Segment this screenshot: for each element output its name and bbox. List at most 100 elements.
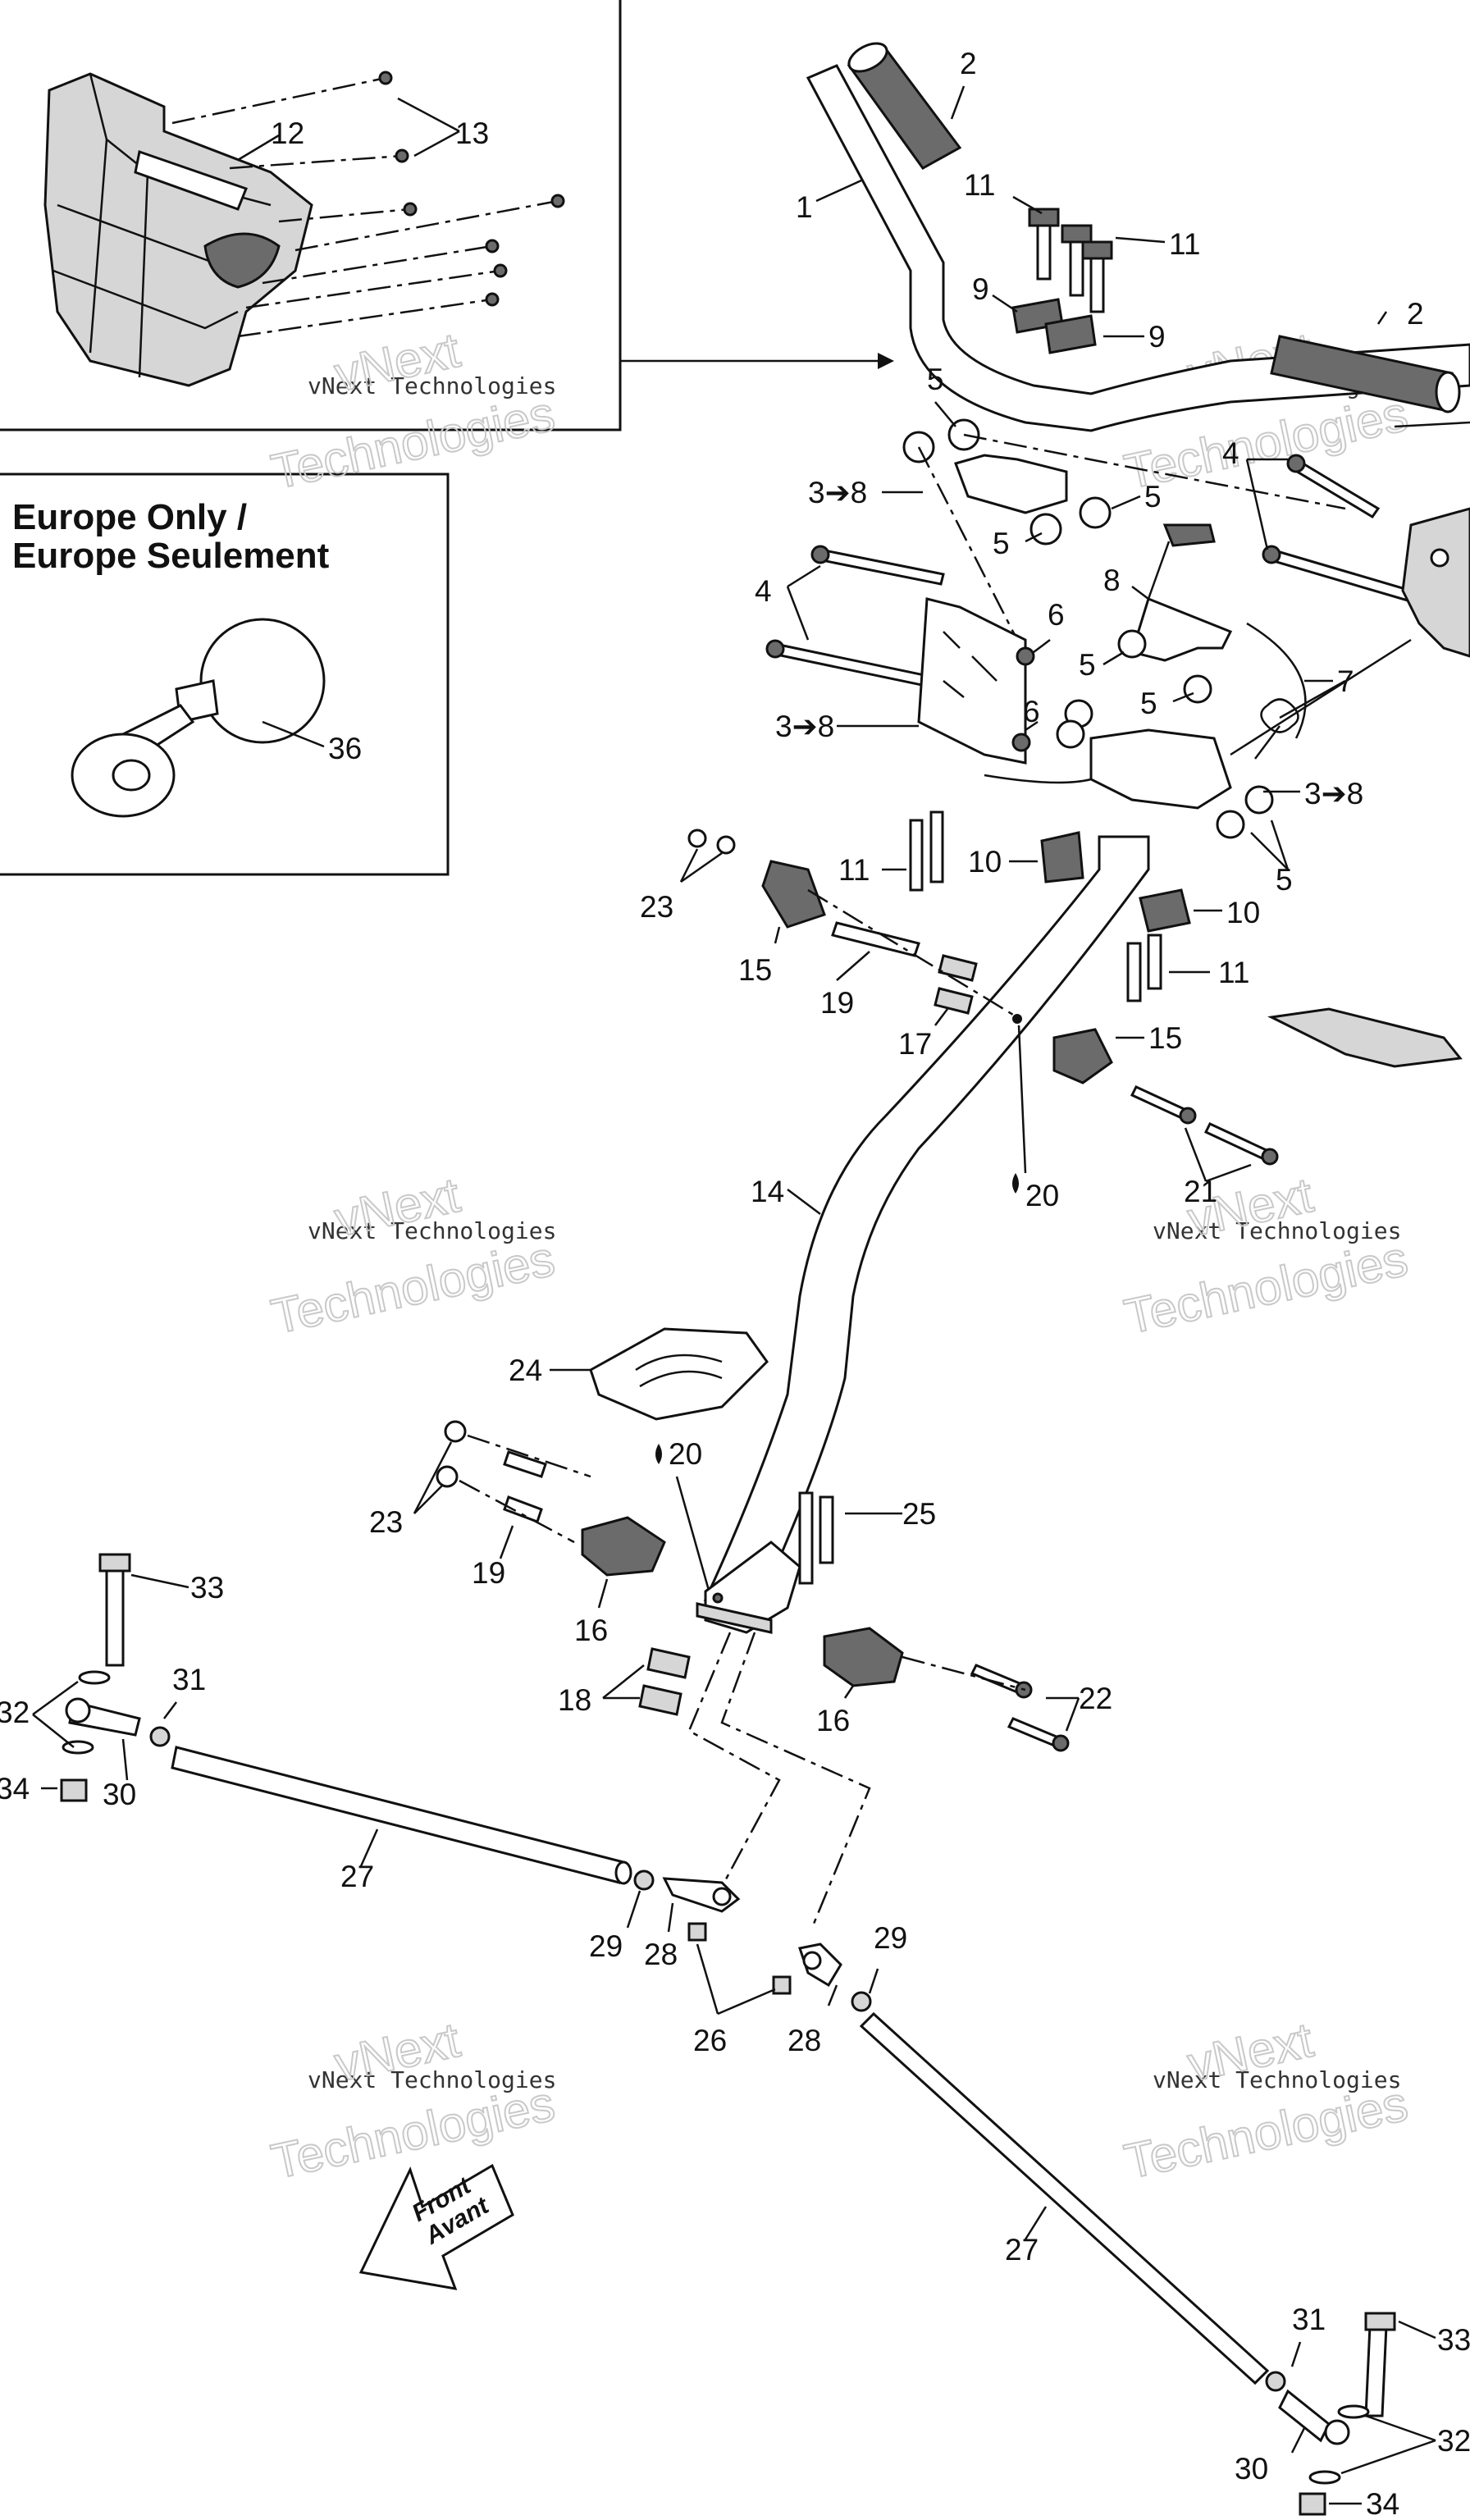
callout-29-b: 29 xyxy=(874,1921,907,1955)
callout-11-b: 11 xyxy=(1169,227,1200,261)
callout-5-a: 5 xyxy=(927,363,944,396)
callout-12: 12 xyxy=(271,116,304,150)
bolts-4-right xyxy=(1262,454,1413,602)
clamp-16-right xyxy=(823,1627,904,1687)
callout-3-8-c: 3➔8 xyxy=(1304,777,1363,810)
inset-handlebar-pad: 12 13 xyxy=(0,0,894,431)
callout-19-a: 19 xyxy=(820,986,854,1020)
grip-left xyxy=(847,42,962,170)
callout-8: 8 xyxy=(1103,564,1121,597)
callout-6-b: 6 xyxy=(1023,695,1040,728)
callout-4-right: 4 xyxy=(1222,436,1239,470)
watermark-text: vNext Technologies xyxy=(1153,1217,1401,1244)
callout-28-b: 28 xyxy=(788,2024,821,2057)
callout-16-b: 16 xyxy=(816,1704,850,1737)
watermark-text: vNext Technologies xyxy=(308,372,556,399)
jam-nut-29-left xyxy=(633,1869,655,1891)
watermark-big: Technologies xyxy=(1120,1230,1413,1344)
callout-25: 25 xyxy=(902,1497,936,1531)
bolts-11-lower-left xyxy=(909,810,944,892)
gauge-bracket-right xyxy=(1401,507,1470,658)
callout-16-a: 16 xyxy=(574,1614,608,1647)
callout-30-a: 30 xyxy=(103,1778,136,1811)
bracket-right-edge xyxy=(1267,1007,1463,1068)
bolts-22 xyxy=(970,1664,1070,1752)
clamp-16-left xyxy=(581,1516,666,1577)
callout-2-left: 2 xyxy=(960,47,977,80)
callout-21: 21 xyxy=(1184,1175,1217,1208)
nuts-26 xyxy=(687,1922,792,1995)
callout-27-a: 27 xyxy=(340,1860,374,1893)
nut-31-right xyxy=(1265,2371,1286,2392)
screw-13c xyxy=(403,202,418,217)
nuts-23-lower xyxy=(436,1420,467,1488)
callout-22: 22 xyxy=(1079,1682,1112,1715)
bushings-17 xyxy=(934,954,978,1015)
steering-column xyxy=(703,835,1150,1601)
callout-18: 18 xyxy=(558,1683,591,1717)
callout-4-left: 4 xyxy=(755,574,772,608)
callout-9-a: 9 xyxy=(972,272,989,306)
clamps-9 xyxy=(1011,298,1097,354)
inset-europe-horn: Europe Only / Europe Seulement 36 xyxy=(0,472,450,876)
screw-13e xyxy=(485,239,500,253)
bolts-25 xyxy=(798,1491,834,1585)
column-base-bracket xyxy=(696,1541,801,1634)
clamp-15-right xyxy=(1052,1028,1113,1084)
clamp-10-left xyxy=(1040,831,1084,883)
spring-7 xyxy=(1254,679,1346,760)
callout-19-b: 19 xyxy=(472,1556,505,1590)
callout-24: 24 xyxy=(509,1354,542,1387)
callout-5-f: 5 xyxy=(1276,863,1293,897)
nut-31-left xyxy=(149,1726,171,1747)
callout-15-b: 15 xyxy=(1148,1021,1182,1055)
tie-rod-end-30-left xyxy=(65,1697,141,1737)
clamp-10-right xyxy=(1139,888,1191,933)
jam-nut-29-right xyxy=(851,1991,872,2012)
front-direction-arrow: Front Avant xyxy=(358,2163,514,2290)
screw-13d xyxy=(550,194,565,208)
callout-32-a: 32 xyxy=(0,1696,30,1729)
callout-33-b: 33 xyxy=(1437,2323,1470,2357)
riser-plate-left xyxy=(917,597,1035,765)
callout-31-a: 31 xyxy=(172,1663,206,1696)
pins-19-lower xyxy=(503,1450,547,1523)
pin-19-upper xyxy=(831,921,920,957)
callout-33-a: 33 xyxy=(190,1571,224,1605)
callout-13: 13 xyxy=(455,116,489,150)
bushings-18 xyxy=(638,1647,691,1716)
callout-1: 1 xyxy=(796,190,813,224)
callout-31-b: 31 xyxy=(1292,2303,1326,2336)
callout-5-c: 5 xyxy=(993,527,1010,560)
tie-rod-end-30-right xyxy=(1278,2389,1350,2445)
callout-20-a: 20 xyxy=(1025,1179,1059,1212)
riser-lower xyxy=(1056,629,1274,839)
handlebar xyxy=(806,64,1470,432)
bolt-33-left xyxy=(98,1553,131,1667)
callout-5-d: 5 xyxy=(1079,648,1096,682)
callout-2-right: 2 xyxy=(1407,297,1424,331)
tie-rod-right xyxy=(859,2011,1270,2385)
clamp-15-left xyxy=(761,860,826,929)
washers-32-right xyxy=(1308,2404,1370,2485)
callout-11-d: 11 xyxy=(1218,956,1249,989)
callout-27-b: 27 xyxy=(1005,2233,1039,2267)
grip-right xyxy=(1270,335,1461,413)
tie-rod-left xyxy=(171,1746,632,1885)
horn-bulb xyxy=(71,618,326,818)
callout-23-b: 23 xyxy=(369,1505,403,1539)
callout-11-a: 11 xyxy=(964,168,995,202)
bolts-4-left xyxy=(765,545,953,692)
callout-30-b: 30 xyxy=(1235,2452,1268,2486)
callout-10-a: 10 xyxy=(968,845,1002,879)
callout-9-b: 9 xyxy=(1148,320,1166,354)
bolt-33-right xyxy=(1364,2312,1396,2417)
callout-29-a: 29 xyxy=(589,1929,623,1963)
callout-26: 26 xyxy=(693,2024,727,2057)
callout-34-b: 34 xyxy=(1366,2487,1399,2520)
tie-rod-end-28-left xyxy=(662,1877,741,1913)
callout-14: 14 xyxy=(751,1175,784,1208)
callout-11-c: 11 xyxy=(838,853,870,887)
watermark-text: vNext Technologies xyxy=(308,2066,556,2093)
callout-5-b: 5 xyxy=(1144,480,1162,514)
